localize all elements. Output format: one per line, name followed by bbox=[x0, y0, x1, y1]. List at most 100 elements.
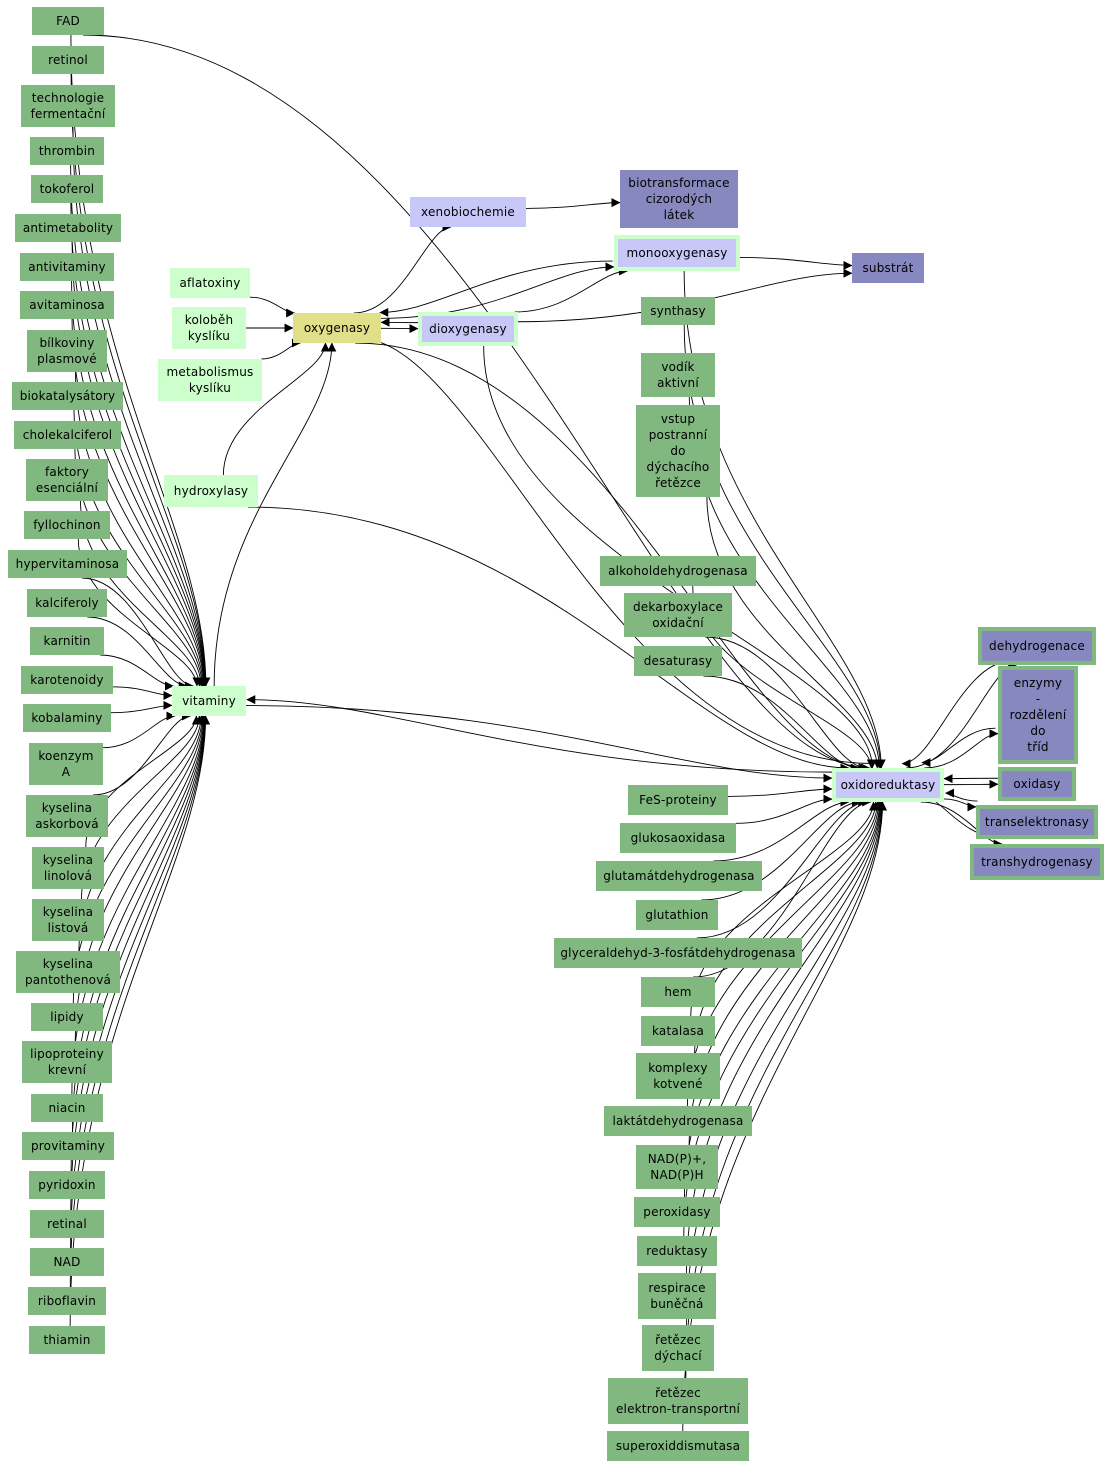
node-label-kolobeh: koloběh kyslíku bbox=[184, 313, 234, 343]
node-respirace[interactable]: respirace buněčná bbox=[638, 1273, 716, 1319]
node-koenzym[interactable]: koenzym A bbox=[29, 743, 103, 785]
node-label-oxidasy: oxidasy bbox=[1002, 771, 1072, 797]
node-karnitin[interactable]: karnitin bbox=[30, 627, 104, 655]
node-lipidy[interactable]: lipidy bbox=[31, 1003, 103, 1031]
node-synthasy[interactable]: synthasy bbox=[641, 297, 715, 325]
node-listova[interactable]: kyselina listová bbox=[32, 899, 104, 941]
node-transelektronasy[interactable]: transelektronasy bbox=[976, 805, 1098, 839]
node-retinol[interactable]: retinol bbox=[32, 46, 104, 74]
node-label-vodik: vodík aktivní bbox=[657, 360, 699, 390]
node-label-alkohol: alkoholdehydrogenasa bbox=[608, 564, 748, 578]
node-nadp[interactable]: NAD(P)+, NAD(P)H bbox=[636, 1145, 718, 1189]
node-nad[interactable]: NAD bbox=[30, 1248, 104, 1276]
node-aflatoxiny[interactable]: aflatoxiny bbox=[170, 268, 250, 298]
node-fes[interactable]: FeS-proteiny bbox=[628, 785, 728, 815]
edge-dekarboxylace-to-oxidoreduktasy bbox=[705, 636, 868, 773]
node-retinal[interactable]: retinal bbox=[30, 1210, 104, 1238]
node-label-superoxid: superoxiddismutasa bbox=[615, 1439, 741, 1453]
node-thrombin[interactable]: thrombin bbox=[30, 137, 104, 165]
node-antimetabolity[interactable]: antimetabolity bbox=[15, 214, 121, 242]
node-lipoproteiny[interactable]: lipoproteiny krevní bbox=[22, 1041, 112, 1083]
node-niacin[interactable]: niacin bbox=[31, 1094, 103, 1122]
node-riboflavin[interactable]: riboflavin bbox=[28, 1287, 106, 1315]
node-fad[interactable]: FAD bbox=[32, 7, 104, 35]
node-alkohol[interactable]: alkoholdehydrogenasa bbox=[600, 556, 756, 586]
node-oxidasy[interactable]: oxidasy bbox=[998, 767, 1076, 801]
node-glutathion[interactable]: glutathion bbox=[636, 900, 718, 930]
node-vstup[interactable]: vstup postranní do dýchacího řetězce bbox=[636, 405, 720, 497]
edge-fes-to-oxidoreduktasy bbox=[727, 784, 833, 797]
node-transhydrogenasy[interactable]: transhydrogenasy bbox=[970, 844, 1104, 880]
node-monooxygenasy[interactable]: monooxygenasy bbox=[614, 235, 740, 271]
edge-glutamat-to-oxidoreduktasy bbox=[713, 797, 850, 862]
node-label-provitaminy: provitaminy bbox=[30, 1139, 106, 1153]
node-label-fad: FAD bbox=[56, 14, 80, 28]
node-dioxygenasy[interactable]: dioxygenasy bbox=[418, 312, 518, 346]
node-karotenoidy[interactable]: karotenoidy bbox=[21, 666, 113, 694]
node-biotransformace[interactable]: biotransformace cizorodých látek bbox=[620, 170, 738, 228]
node-retezecd[interactable]: řetězec dýchací bbox=[642, 1325, 714, 1371]
node-antivitaminy[interactable]: antivitaminy bbox=[20, 253, 114, 281]
node-laktat[interactable]: laktátdehydrogenasa bbox=[604, 1106, 752, 1136]
node-pantothenova[interactable]: kyselina pantothenová bbox=[16, 951, 120, 993]
node-kobalaminy[interactable]: kobalaminy bbox=[23, 704, 111, 732]
node-superoxid[interactable]: superoxiddismutasa bbox=[607, 1431, 749, 1461]
node-dehydrogenace[interactable]: dehydrogenace bbox=[978, 627, 1096, 665]
node-pyridoxin[interactable]: pyridoxin bbox=[29, 1171, 105, 1199]
node-metabolismus[interactable]: metabolismus kyslíku bbox=[158, 359, 262, 401]
node-label-avitaminosa: avitaminosa bbox=[29, 298, 105, 312]
node-label-retinol: retinol bbox=[48, 53, 88, 67]
node-label-tokoferol: tokoferol bbox=[39, 182, 95, 196]
node-label-glyceraldehyd: glyceraldehyd-3-fosfátdehydrogenasa bbox=[560, 946, 796, 960]
node-glukosaox[interactable]: glukosaoxidasa bbox=[620, 823, 736, 853]
node-dekarboxylace[interactable]: dekarboxylace oxidační bbox=[624, 593, 732, 637]
node-provitaminy[interactable]: provitaminy bbox=[22, 1132, 114, 1160]
node-vodik[interactable]: vodík aktivní bbox=[641, 353, 715, 397]
node-kalciferoly[interactable]: kalciferoly bbox=[27, 589, 107, 617]
node-enzymy[interactable]: enzymy - rozdělení do tříd bbox=[998, 666, 1078, 764]
node-label-respirace: respirace buněčná bbox=[648, 1281, 706, 1311]
node-technologie[interactable]: technologie fermentační bbox=[21, 85, 115, 127]
node-linolova[interactable]: kyselina linolová bbox=[32, 847, 104, 889]
node-bilkoviny[interactable]: bílkoviny plasmové bbox=[27, 330, 107, 372]
node-biokatalysatory[interactable]: biokatalysátory bbox=[12, 382, 123, 410]
node-label-fyllochinon: fyllochinon bbox=[33, 518, 101, 532]
edge-oxygenasy-to-oxidoreduktasy bbox=[355, 342, 868, 773]
node-glyceraldehyd[interactable]: glyceraldehyd-3-fosfátdehydrogenasa bbox=[554, 938, 802, 968]
node-label-glutamat: glutamátdehydrogenasa bbox=[603, 869, 755, 883]
node-label-riboflavin: riboflavin bbox=[37, 1294, 97, 1308]
node-cholekalciferol[interactable]: cholekalciferol bbox=[14, 421, 121, 449]
edge-oxidoreduktasy-to-transelektronasy bbox=[943, 798, 977, 812]
node-label-reduktasy: reduktasy bbox=[646, 1244, 708, 1258]
node-desaturasy[interactable]: desaturasy bbox=[634, 646, 722, 676]
node-reduktasy[interactable]: reduktasy bbox=[637, 1236, 717, 1266]
node-label-retezecd: řetězec dýchací bbox=[654, 1333, 702, 1363]
node-askorbova[interactable]: kyselina askorbová bbox=[26, 795, 108, 837]
node-glutamat[interactable]: glutamátdehydrogenasa bbox=[596, 861, 762, 891]
node-fyllochinon[interactable]: fyllochinon bbox=[24, 511, 110, 539]
node-hypervitaminosa[interactable]: hypervitaminosa bbox=[8, 550, 127, 578]
node-substrat[interactable]: substrát bbox=[852, 253, 924, 283]
node-label-lipidy: lipidy bbox=[50, 1010, 84, 1024]
node-tokoferol[interactable]: tokoferol bbox=[31, 175, 103, 203]
node-label-katalasa: katalasa bbox=[651, 1024, 705, 1038]
node-label-glutathion: glutathion bbox=[645, 908, 709, 922]
node-label-karnitin: karnitin bbox=[43, 634, 91, 648]
node-thiamin[interactable]: thiamin bbox=[29, 1326, 105, 1354]
node-faktory[interactable]: faktory esenciální bbox=[26, 459, 108, 501]
node-komplexy[interactable]: komplexy kotvené bbox=[636, 1053, 720, 1099]
node-avitaminosa[interactable]: avitaminosa bbox=[20, 291, 114, 319]
node-oxygenasy[interactable]: oxygenasy bbox=[293, 313, 381, 343]
node-xenobiochemie[interactable]: xenobiochemie bbox=[410, 197, 526, 227]
node-vitaminy[interactable]: vitaminy bbox=[172, 686, 246, 716]
node-hem[interactable]: hem bbox=[641, 977, 715, 1007]
node-katalasa[interactable]: katalasa bbox=[641, 1016, 715, 1046]
node-retezece[interactable]: řetězec elektron-transportní bbox=[608, 1378, 748, 1424]
node-oxidoreduktasy[interactable]: oxidoreduktasy bbox=[832, 768, 944, 802]
node-hydroxylasy[interactable]: hydroxylasy bbox=[164, 475, 258, 507]
node-kolobeh[interactable]: koloběh kyslíku bbox=[172, 307, 246, 349]
edge-koenzym-to-vitaminy bbox=[102, 711, 176, 749]
node-peroxidasy[interactable]: peroxidasy bbox=[634, 1197, 720, 1227]
node-label-desaturasy: desaturasy bbox=[643, 654, 713, 668]
node-label-askorbova: kyselina askorbová bbox=[35, 801, 99, 831]
